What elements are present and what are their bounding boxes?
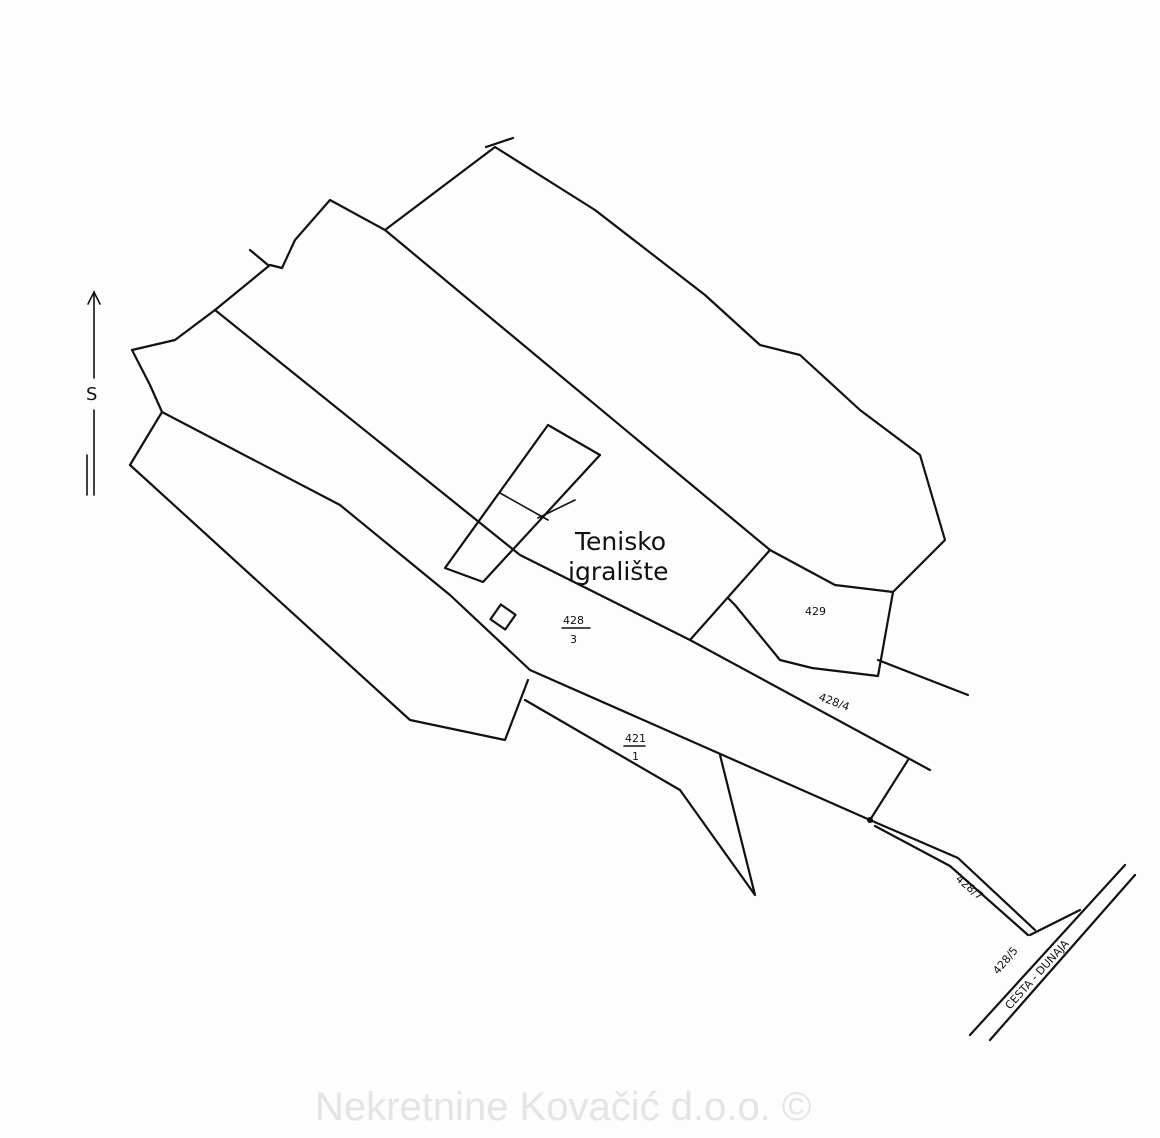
boundary-north-west bbox=[213, 198, 387, 312]
north-arrow-head bbox=[87, 290, 101, 305]
access-path bbox=[867, 817, 1137, 1042]
path-junction-point bbox=[867, 817, 873, 823]
tennis-court bbox=[443, 423, 602, 584]
tennis-court-net-line bbox=[499, 492, 549, 521]
parcel-428-3-denominator: 3 bbox=[570, 633, 577, 646]
north-arrow: S bbox=[86, 290, 101, 496]
access-path-lower bbox=[873, 824, 1030, 937]
boundary-notch bbox=[248, 248, 270, 267]
access-path-upper bbox=[868, 818, 1037, 932]
parcel-421-1-denominator: 1 bbox=[632, 750, 639, 763]
parcel-429-label: 429 bbox=[805, 605, 826, 618]
access-path-end bbox=[1028, 908, 1082, 937]
parcel-428-5-label: 428/5 bbox=[990, 944, 1020, 977]
tennis-court-outline bbox=[443, 423, 602, 584]
parcel-428-3-numerator: 428 bbox=[563, 614, 584, 627]
parcel-421-1-outline bbox=[523, 698, 757, 897]
tennis-court-leader-line bbox=[537, 499, 576, 519]
feature-label-line2: igralište bbox=[568, 557, 669, 586]
building-square bbox=[489, 603, 517, 631]
parcel-429-outline bbox=[726, 548, 895, 678]
road-edge-east bbox=[988, 873, 1137, 1042]
parcel-428-4-label: 428/4 bbox=[817, 691, 851, 714]
parcel-line-a bbox=[383, 228, 772, 552]
parcel-boundaries bbox=[128, 136, 970, 897]
boundary-west bbox=[128, 308, 217, 467]
boundary-north-east bbox=[383, 145, 947, 594]
boundary-top-tick bbox=[484, 136, 515, 149]
map-labels: Tenisko igralište 428 3 429 428/4 421 1 … bbox=[561, 527, 1072, 1012]
parcel-428-7-label: 428/7 bbox=[953, 872, 986, 902]
feature-label-line1: Tenisko bbox=[574, 527, 666, 556]
parcel-line-c bbox=[160, 410, 872, 822]
parcel-line-b bbox=[213, 308, 932, 772]
parcel-line-d bbox=[688, 548, 772, 642]
road-edge-west bbox=[968, 863, 1127, 1037]
parcel-428-4-end bbox=[868, 758, 910, 822]
parcel-429-extension bbox=[876, 658, 970, 697]
north-label: S bbox=[86, 384, 97, 405]
parcel-421-1-numerator: 421 bbox=[625, 732, 646, 745]
boundary-south-west bbox=[128, 463, 530, 742]
watermark: Nekretnine Kovačić d.o.o. © bbox=[315, 1085, 811, 1129]
